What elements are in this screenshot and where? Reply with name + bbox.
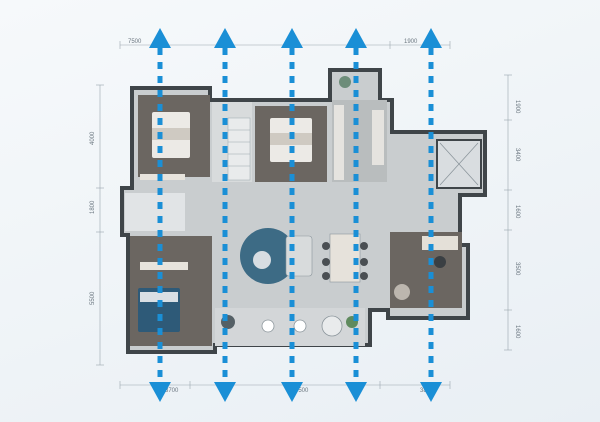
arrow-down-icon (345, 382, 367, 402)
master-wardrobe (140, 262, 188, 270)
kitchen-island (372, 110, 384, 165)
study-armchair (394, 284, 410, 300)
dim-right-2: 3400 (514, 148, 520, 162)
arrow-down-icon (149, 382, 171, 402)
coffee-table (253, 251, 271, 269)
arrow-up-icon (345, 28, 367, 48)
dim-top-1: 7500 (128, 39, 142, 45)
stairs (227, 117, 251, 181)
arrow-up-icon (149, 28, 171, 48)
dim-bottom-2: 7500 (295, 388, 309, 394)
dim-right-1: 1900 (514, 100, 520, 114)
balcony-plant (339, 76, 351, 88)
arrow-down-icon (214, 382, 236, 402)
dimension-labels: 7500 1900 3700 7500 3800 4000 1800 5500 … (90, 39, 520, 394)
dim-left-1: 4000 (90, 131, 96, 145)
master-bed-pillow (140, 292, 178, 302)
study-desk (422, 236, 458, 250)
dim-right-5: 1600 (514, 325, 520, 339)
study-chair (434, 256, 446, 268)
sofa (285, 235, 313, 277)
dim-right-3: 1600 (514, 205, 520, 219)
floor-plan (120, 68, 487, 354)
arrow-down-icon (281, 382, 303, 402)
dim-left-2: 1800 (90, 200, 96, 214)
arrow-down-icon (420, 382, 442, 402)
arrow-up-icon (420, 28, 442, 48)
orientation-arrows (149, 28, 442, 402)
bathroom-2 (125, 193, 185, 231)
terrace (215, 308, 365, 346)
kitchen-counter (334, 105, 344, 180)
dim-top-2: 1900 (404, 39, 418, 45)
dim-bottom-1: 3700 (165, 388, 179, 394)
arrow-up-icon (281, 28, 303, 48)
arrow-up-icon (214, 28, 236, 48)
dimension-lines (96, 41, 512, 389)
dim-right-4: 3500 (514, 262, 520, 276)
dim-left-3: 5500 (90, 291, 96, 305)
